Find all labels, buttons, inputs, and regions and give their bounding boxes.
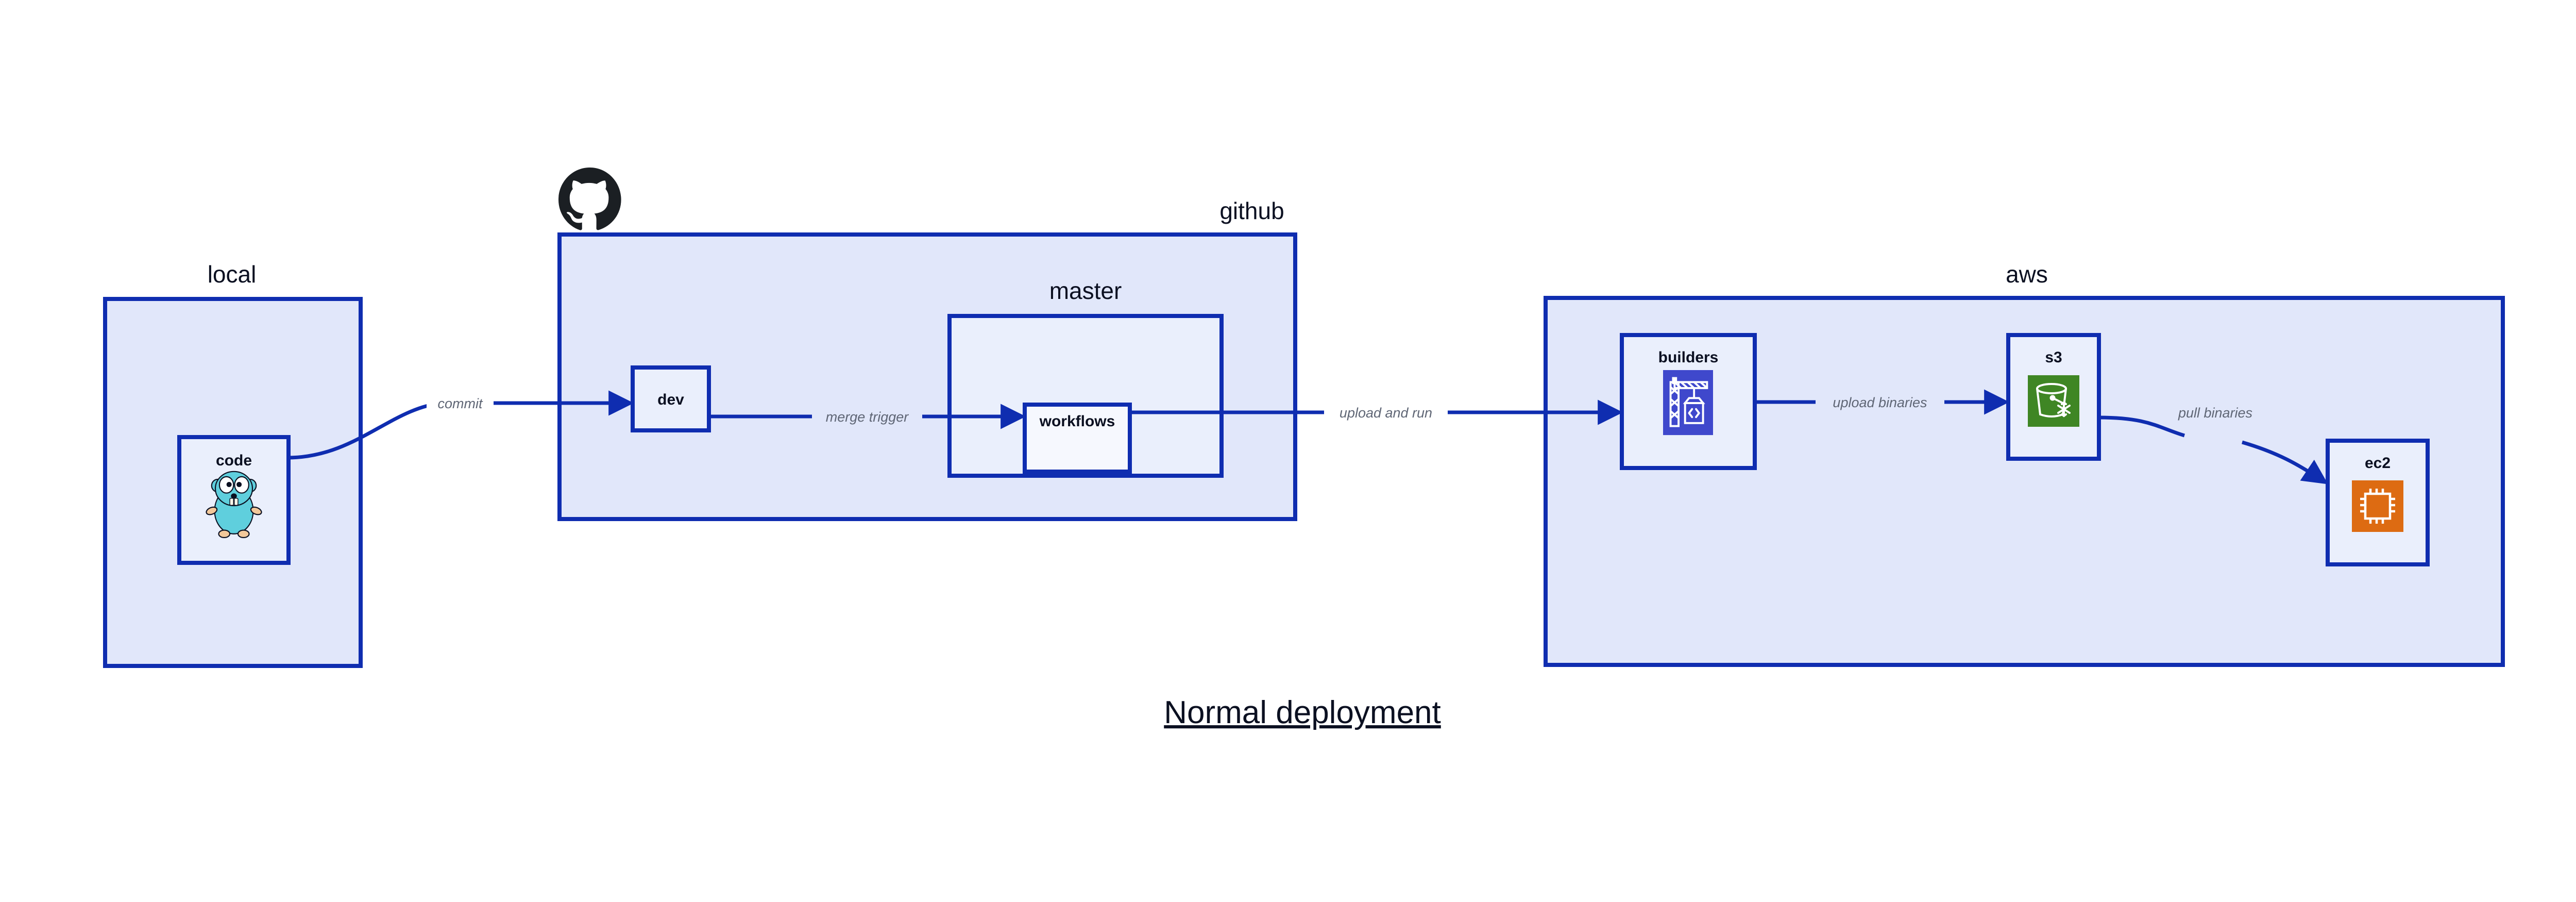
- node-s3-label: s3: [2045, 349, 2062, 366]
- edge-code-to-dev-label-bg: [427, 392, 494, 414]
- node-ec2-label: ec2: [2365, 455, 2391, 472]
- page-title: Normal deployment: [1164, 695, 1441, 730]
- node-builders[interactable]: builders: [1620, 333, 1757, 470]
- edge-workflows-to-builders-label: upload and run: [1340, 405, 1432, 421]
- node-workflows-box[interactable]: [1023, 403, 1132, 474]
- edge-dev-to-workflows: merge trigger: [710, 404, 1026, 429]
- node-code[interactable]: code: [177, 435, 291, 565]
- node-workflows[interactable]: workflows: [1023, 403, 1132, 474]
- node-builders-label: builders: [1658, 349, 1719, 366]
- node-dev-label: dev: [657, 391, 684, 408]
- node-code-label: code: [216, 452, 252, 469]
- edge-workflows-to-builders: upload and run: [1130, 399, 1623, 425]
- edge-workflows-to-builders-label-bg: [1324, 401, 1448, 424]
- container-github-label: github: [1219, 197, 1284, 224]
- edge-code-to-dev-label: commit: [438, 396, 483, 411]
- node-dev-box[interactable]: [631, 365, 711, 432]
- container-master-label: master: [1049, 277, 1122, 304]
- aws-codebuild-icon: [1662, 369, 1714, 437]
- edge-s3-to-ec2-line-a: [2098, 415, 2185, 438]
- edge-builders-to-s3: upload binaries: [1755, 389, 2010, 415]
- edge-code-to-dev: commit: [287, 390, 634, 460]
- container-local-label: local: [208, 261, 257, 288]
- edge-s3-to-ec2: pull binaries: [2098, 405, 2328, 485]
- node-s3[interactable]: s3: [2006, 333, 2101, 461]
- aws-ec2-icon: [2352, 480, 2403, 532]
- edge-builders-to-s3-label: upload binaries: [1833, 395, 1927, 410]
- edge-s3-to-ec2-line-b: [2242, 440, 2328, 485]
- edge-builders-to-s3-label-bg: [1816, 391, 1944, 413]
- github-octocat-icon: [558, 168, 621, 230]
- container-aws-label: aws: [2006, 261, 2048, 288]
- edge-dev-to-workflows-label: merge trigger: [826, 409, 909, 425]
- edge-s3-to-ec2-label: pull binaries: [2178, 405, 2252, 421]
- node-workflows-label: workflows: [1039, 413, 1115, 430]
- node-ec2[interactable]: ec2: [2326, 439, 2430, 566]
- aws-s3-glacier-icon: [2027, 374, 2080, 428]
- edge-dev-to-workflows-label-bg: [812, 405, 922, 428]
- node-dev[interactable]: dev: [631, 365, 711, 432]
